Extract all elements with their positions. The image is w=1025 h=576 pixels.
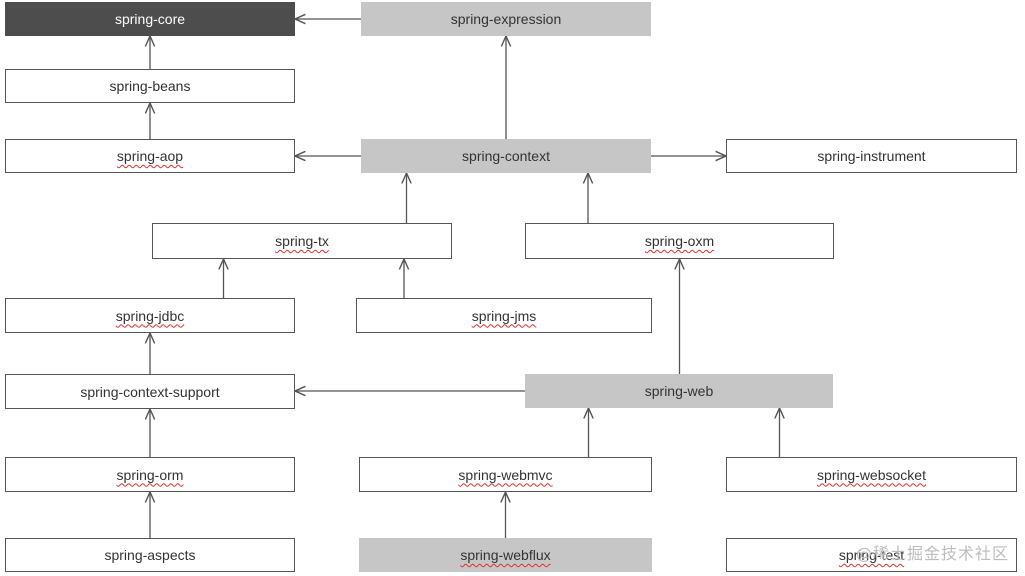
node-spring-context-support: spring-context-support [5, 374, 295, 409]
node-spring-instrument: spring-instrument [726, 139, 1017, 173]
node-spring-orm: spring-orm [5, 457, 295, 492]
node-spring-jdbc: spring-jdbc [5, 298, 295, 333]
node-label: spring-instrument [817, 148, 926, 164]
node-spring-aop: spring-aop [5, 139, 295, 173]
node-label: spring-context-support [80, 383, 220, 400]
node-spring-jms: spring-jms [356, 298, 652, 333]
node-spring-webmvc: spring-webmvc [359, 457, 652, 492]
node-label: spring-test [838, 547, 905, 563]
node-label: spring-core [114, 11, 186, 27]
node-label: spring-aspects [104, 547, 196, 563]
node-spring-context: spring-context [361, 139, 651, 173]
node-label: spring-expression [450, 11, 562, 27]
node-spring-tx: spring-tx [152, 223, 452, 259]
node-spring-test: spring-test [726, 538, 1017, 572]
node-label: spring-beans [109, 78, 191, 94]
node-label: spring-web [644, 383, 714, 399]
node-spring-web: spring-web [525, 374, 833, 408]
node-label: spring-tx [275, 233, 329, 249]
node-label: spring-websocket [817, 466, 926, 483]
node-spring-websocket: spring-websocket [726, 457, 1017, 492]
node-spring-oxm: spring-oxm [525, 223, 834, 259]
node-label: spring-context [462, 148, 550, 164]
node-label: spring-jdbc [115, 307, 185, 324]
node-spring-beans: spring-beans [5, 69, 295, 103]
node-label: spring-oxm [644, 233, 715, 249]
node-label: spring-webflux [460, 547, 551, 563]
node-label: spring-orm [116, 466, 184, 483]
node-label: spring-webmvc [458, 466, 553, 483]
node-spring-expression: spring-expression [361, 2, 651, 36]
node-spring-webflux: spring-webflux [359, 538, 652, 572]
node-label: spring-aop [116, 148, 184, 164]
node-spring-core: spring-core [5, 2, 295, 36]
watermark: @稀土掘金技术社区 [855, 544, 1009, 563]
node-spring-aspects: spring-aspects [5, 538, 295, 572]
node-label: spring-jms [471, 307, 537, 324]
